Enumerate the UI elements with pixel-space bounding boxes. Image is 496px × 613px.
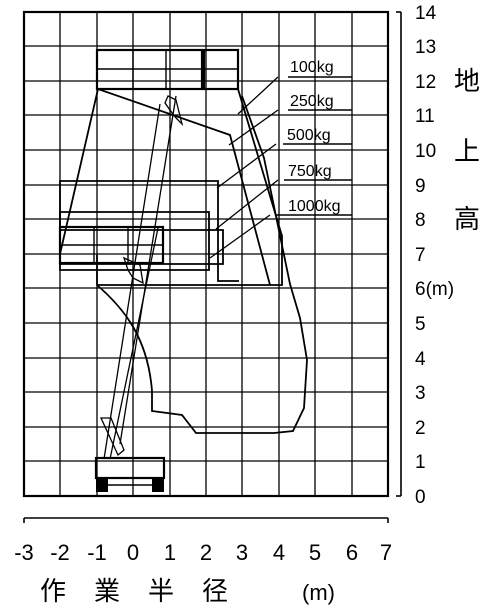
y-tick-2: 2	[415, 418, 426, 439]
y-tick-1: 1	[415, 452, 426, 473]
y-tick-14: 14	[415, 3, 437, 24]
y-tick-8: 8	[415, 210, 426, 231]
label-250kg: 250kg	[290, 93, 334, 110]
x-tick-2: 2	[200, 540, 212, 565]
y-title-char-2: 上	[454, 137, 480, 167]
grid	[24, 12, 388, 496]
envelope-outer	[96, 95, 308, 434]
x-tick-3: 3	[236, 540, 248, 565]
x-tick-1: 1	[164, 540, 176, 565]
x-tick-5: 5	[309, 540, 321, 565]
envelope-250kg	[59, 87, 271, 286]
y-tick-5: 5	[415, 314, 426, 335]
x-tick-minus2: -2	[50, 540, 70, 565]
y-tick-6: 6(m)	[415, 279, 454, 300]
y-tick-12: 12	[415, 72, 436, 93]
y-title-char-3: 高	[454, 205, 480, 235]
x-tick-0: 0	[127, 540, 139, 565]
envelope-1000kg	[59, 229, 224, 265]
envelope-750kg	[59, 211, 210, 271]
y-tick-3: 3	[415, 383, 426, 404]
basket-low	[58, 225, 165, 265]
x-tick-6: 6	[346, 540, 358, 565]
vehicle-base	[94, 456, 166, 492]
y-axis: 14 13 12 11 10 9 8 7 6(m) 5 4 3 2 1 0 地 …	[396, 3, 480, 508]
label-500kg: 500kg	[287, 127, 331, 144]
label-750kg: 750kg	[288, 163, 332, 180]
x-tick-minus3: -3	[14, 540, 34, 565]
y-title-char-1: 地	[454, 67, 480, 97]
basket-high	[95, 48, 240, 91]
x-axis-unit: (m)	[302, 580, 335, 605]
y-tick-4: 4	[415, 349, 426, 370]
y-tick-11: 11	[415, 106, 435, 127]
x-tick-minus1: -1	[87, 540, 107, 565]
plot-frame	[22, 10, 390, 498]
envelope-500kg	[59, 180, 239, 282]
label-100kg: 100kg	[290, 59, 334, 76]
x-axis-title: 作業半径	[40, 577, 256, 607]
x-tick-7: 7	[380, 540, 392, 565]
y-tick-10: 10	[415, 141, 436, 162]
y-tick-9: 9	[415, 176, 426, 197]
y-tick-7: 7	[415, 245, 426, 266]
x-tick-4: 4	[273, 540, 285, 565]
label-1000kg: 1000kg	[288, 198, 341, 215]
x-axis: -3 -2 -1 0 1 2 3 4 5 6 7 作業半径 (m)	[14, 517, 392, 607]
y-tick-0: 0	[415, 487, 426, 508]
load-labels: 100kg 250kg 500kg 750kg 1000kg	[209, 59, 352, 259]
envelope-100kg	[98, 88, 283, 286]
y-tick-13: 13	[415, 37, 436, 58]
